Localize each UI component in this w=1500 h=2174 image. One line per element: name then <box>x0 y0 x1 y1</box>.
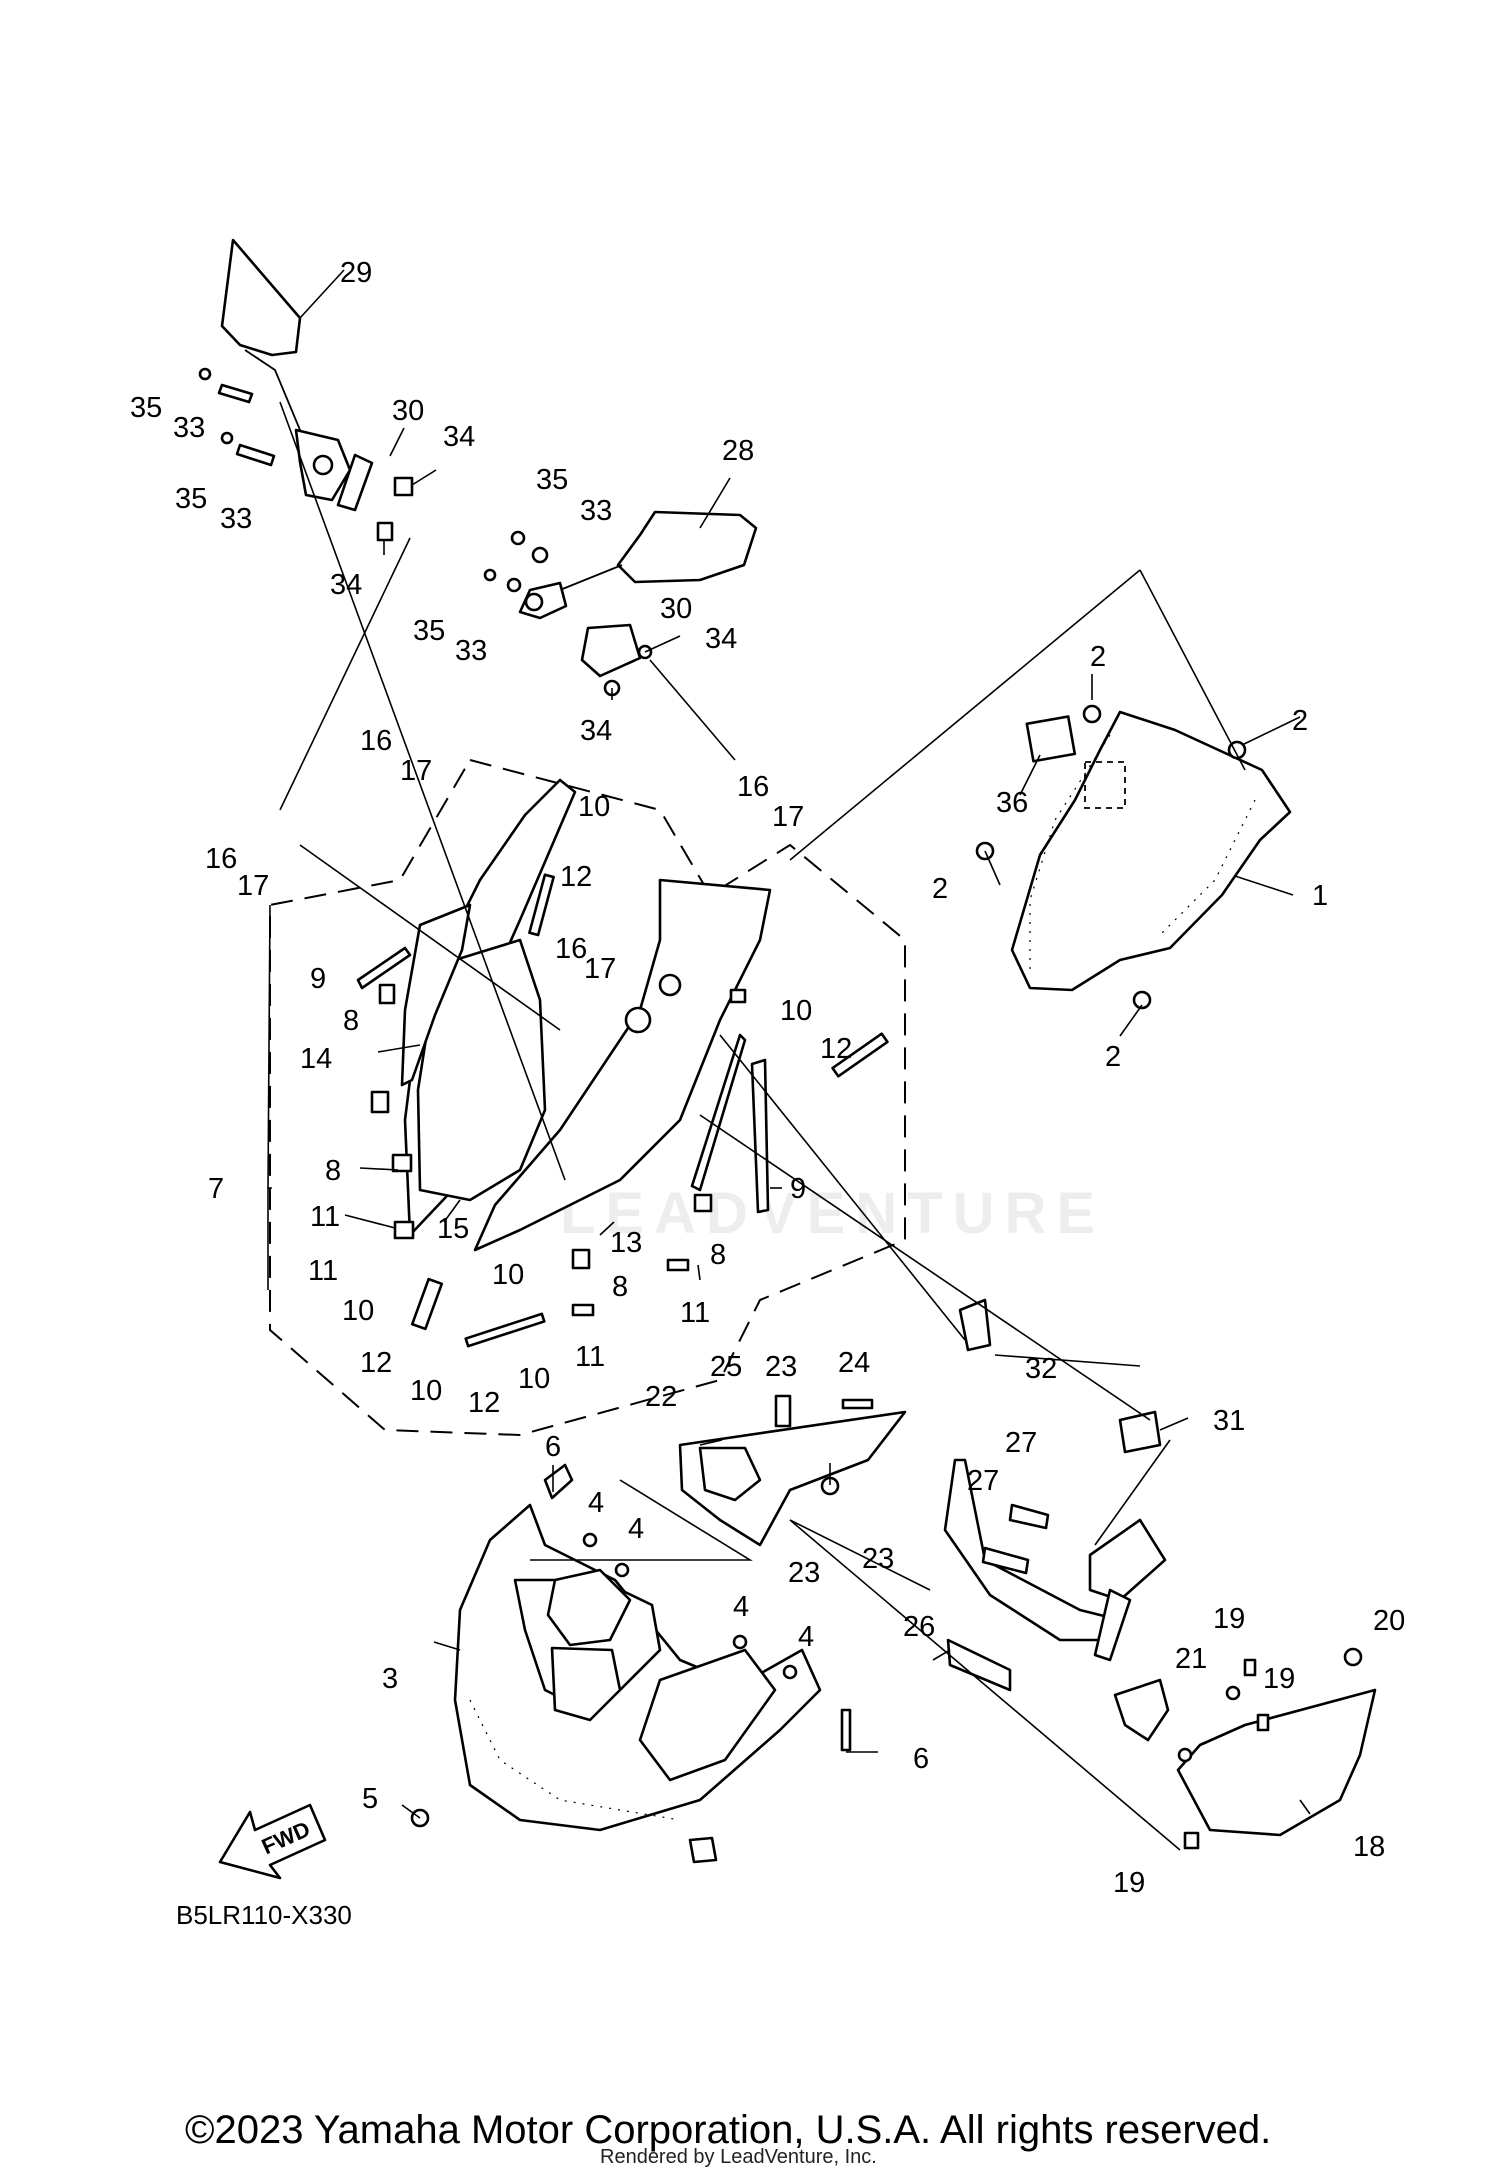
inner-panel <box>356 778 889 1348</box>
callout-27: 27 <box>1005 1427 1037 1459</box>
callout-26: 26 <box>903 1611 935 1643</box>
callout-6: 6 <box>545 1431 561 1463</box>
callout-34: 34 <box>705 623 737 655</box>
callout-4: 4 <box>798 1621 814 1653</box>
callout-17: 17 <box>772 801 804 833</box>
callout-12: 12 <box>468 1387 500 1419</box>
rendered-by-notice: Rendered by LeadVenture, Inc. <box>600 2146 877 2168</box>
callout-17: 17 <box>400 755 432 787</box>
diagram-code: B5LR110-X330 <box>176 1900 352 1930</box>
callout-2: 2 <box>1105 1041 1121 1073</box>
callout-34: 34 <box>580 715 612 747</box>
callout-29: 29 <box>340 257 372 289</box>
mirror-right <box>483 510 758 697</box>
callout-3: 3 <box>382 1663 398 1695</box>
mirror-left <box>198 238 414 542</box>
callout-33: 33 <box>173 412 205 444</box>
callout-labels: 29 35 33 30 34 35 33 34 35 33 28 35 33 3… <box>130 257 1405 1899</box>
callout-35: 35 <box>130 392 162 424</box>
lower-panel-18 <box>1113 1647 1377 1850</box>
leader-lines <box>267 269 1311 1851</box>
callout-30: 30 <box>660 593 692 625</box>
callout-20: 20 <box>1373 1605 1405 1637</box>
callout-7: 7 <box>208 1173 224 1205</box>
callout-4: 4 <box>588 1487 604 1519</box>
callout-5: 5 <box>362 1783 378 1815</box>
callout-4: 4 <box>733 1591 749 1623</box>
callout-36: 36 <box>996 787 1028 819</box>
callout-8: 8 <box>343 1005 359 1037</box>
callout-9: 9 <box>790 1173 806 1205</box>
callout-1: 1 <box>1312 880 1328 912</box>
callout-13: 13 <box>610 1227 642 1259</box>
callout-10: 10 <box>780 995 812 1027</box>
callout-24: 24 <box>838 1347 870 1379</box>
callout-32: 32 <box>1025 1353 1057 1385</box>
callout-17: 17 <box>584 953 616 985</box>
callout-16: 16 <box>360 725 392 757</box>
callout-11: 11 <box>310 1201 340 1233</box>
callout-19: 19 <box>1213 1603 1245 1635</box>
callout-10: 10 <box>342 1295 374 1327</box>
callout-19: 19 <box>1263 1663 1295 1695</box>
callout-23: 23 <box>788 1557 820 1589</box>
callout-23: 23 <box>862 1543 894 1575</box>
callout-8: 8 <box>612 1271 628 1303</box>
callout-2: 2 <box>1292 705 1308 737</box>
copyright-notice: ©2023 Yamaha Motor Corporation, U.S.A. A… <box>185 2108 1272 2152</box>
callout-11: 11 <box>680 1297 710 1329</box>
callout-35: 35 <box>175 483 207 515</box>
callout-35: 35 <box>536 464 568 496</box>
callout-15: 15 <box>437 1213 469 1245</box>
callout-6: 6 <box>913 1743 929 1775</box>
callout-16: 16 <box>737 771 769 803</box>
callout-9: 9 <box>310 963 326 995</box>
callout-10: 10 <box>578 791 610 823</box>
callout-17: 17 <box>237 870 269 902</box>
callout-33: 33 <box>580 495 612 527</box>
fwd-arrow <box>218 1803 327 1880</box>
callout-4: 4 <box>628 1513 644 1545</box>
callout-19: 19 <box>1113 1867 1145 1899</box>
callout-14: 14 <box>300 1043 332 1075</box>
callout-34: 34 <box>443 421 475 453</box>
callout-34: 34 <box>330 569 362 601</box>
callout-33: 33 <box>220 503 252 535</box>
callout-18: 18 <box>1353 1831 1385 1863</box>
callout-16: 16 <box>205 843 237 875</box>
callout-28: 28 <box>722 435 754 467</box>
callout-8: 8 <box>325 1155 341 1187</box>
callout-27: 27 <box>967 1465 999 1497</box>
callout-31: 31 <box>1213 1405 1245 1437</box>
callout-11: 11 <box>308 1255 338 1287</box>
callout-33: 33 <box>455 635 487 667</box>
callout-35: 35 <box>413 615 445 647</box>
callout-11: 11 <box>575 1341 605 1373</box>
callout-10: 10 <box>492 1259 524 1291</box>
watermark-text: LEADVENTURE <box>560 1181 1106 1246</box>
callout-16: 16 <box>555 933 587 965</box>
callout-10: 10 <box>410 1375 442 1407</box>
callout-23: 23 <box>765 1351 797 1383</box>
callout-22: 22 <box>645 1381 677 1413</box>
callout-10: 10 <box>518 1363 550 1395</box>
callout-21: 21 <box>1175 1643 1207 1675</box>
callout-30: 30 <box>392 395 424 427</box>
callout-25: 25 <box>710 1351 742 1383</box>
callout-12: 12 <box>560 861 592 893</box>
callout-2: 2 <box>1090 641 1106 673</box>
callout-12: 12 <box>820 1033 852 1065</box>
upper-cowling <box>453 1503 822 1864</box>
windshield <box>975 704 1292 1010</box>
bracket-22 <box>678 1394 907 1547</box>
callout-8: 8 <box>710 1239 726 1271</box>
callout-2: 2 <box>932 873 948 905</box>
callout-12: 12 <box>360 1347 392 1379</box>
